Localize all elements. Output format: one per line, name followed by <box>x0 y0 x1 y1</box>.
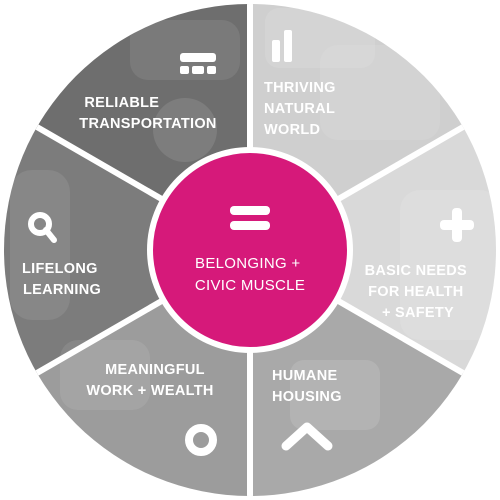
magnifier-icon <box>28 212 57 243</box>
label-thriving-natural-world: THRIVING NATURAL WORLD <box>264 80 340 138</box>
house-chevron-icon <box>281 422 333 451</box>
equals-icon <box>230 206 270 230</box>
ring-icon <box>185 424 217 456</box>
center-label: BELONGING + CIVIC MUSCLE <box>195 255 305 294</box>
bar-chart-icon <box>272 30 292 62</box>
decor-shapes <box>10 8 496 430</box>
segment-lifelong-learning[interactable] <box>0 120 250 380</box>
label-lifelong-learning: LIFELONG LEARNING <box>22 261 102 298</box>
label-humane-housing: HUMANE HOUSING <box>272 368 342 405</box>
center-circle[interactable] <box>147 147 353 353</box>
bus-icon <box>180 53 216 74</box>
label-reliable-transportation: RELIABLE TRANSPORTATION <box>79 95 216 132</box>
segment-basic-needs[interactable] <box>250 120 500 380</box>
plus-icon <box>440 208 474 242</box>
label-meaningful-work: MEANINGFUL WORK + WEALTH <box>86 362 213 399</box>
label-basic-needs: BASIC NEEDS FOR HEALTH + SAFETY <box>365 263 472 321</box>
